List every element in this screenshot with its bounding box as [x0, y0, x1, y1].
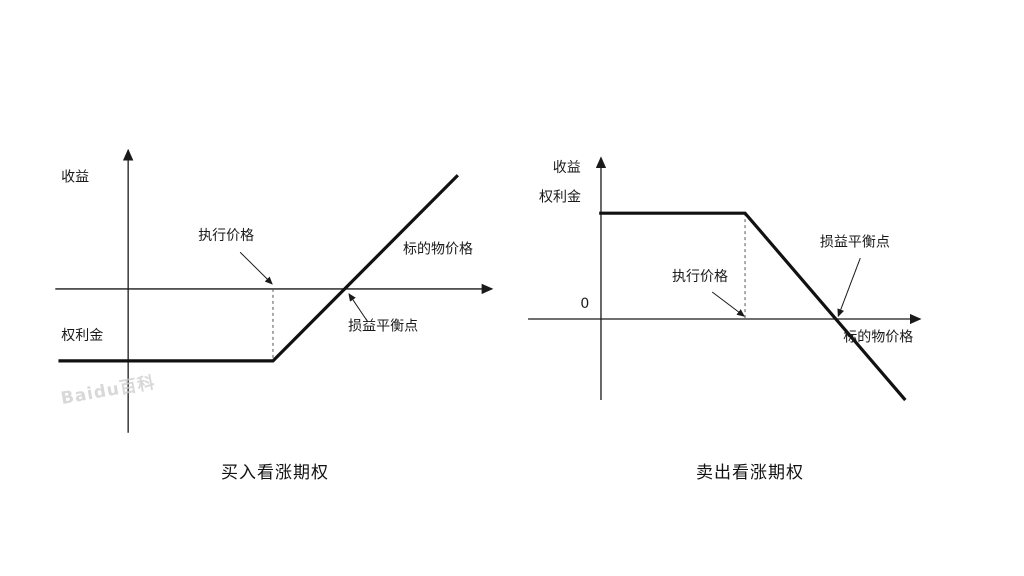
breakeven-label: 损益平衡点 [348, 319, 418, 335]
premium-label: 权利金 [539, 190, 581, 206]
strike-arrow [711, 291, 745, 317]
strike-label: 执行价格 [198, 228, 254, 244]
right-chart-caption: 卖出看涨期权 [696, 463, 804, 483]
premium-label: 权利金 [61, 328, 103, 344]
strike-label: 执行价格 [672, 269, 728, 285]
left-chart-caption: 买入看涨期权 [221, 463, 329, 483]
ylabel-label: 收益 [553, 160, 581, 176]
xlabel-label: 标的物价格 [403, 242, 473, 258]
origin-label: 0 [580, 296, 589, 312]
short-call-payoff-line [599, 211, 907, 402]
ylabel-label: 收益 [61, 170, 89, 186]
breakeven-arrow [837, 257, 861, 318]
breakeven-arrow [348, 293, 369, 323]
breakeven-label: 损益平衡点 [820, 234, 890, 250]
xlabel-label: 标的物价格 [843, 329, 913, 345]
long-call-payoff-line [58, 174, 459, 363]
strike-arrow [239, 251, 273, 285]
